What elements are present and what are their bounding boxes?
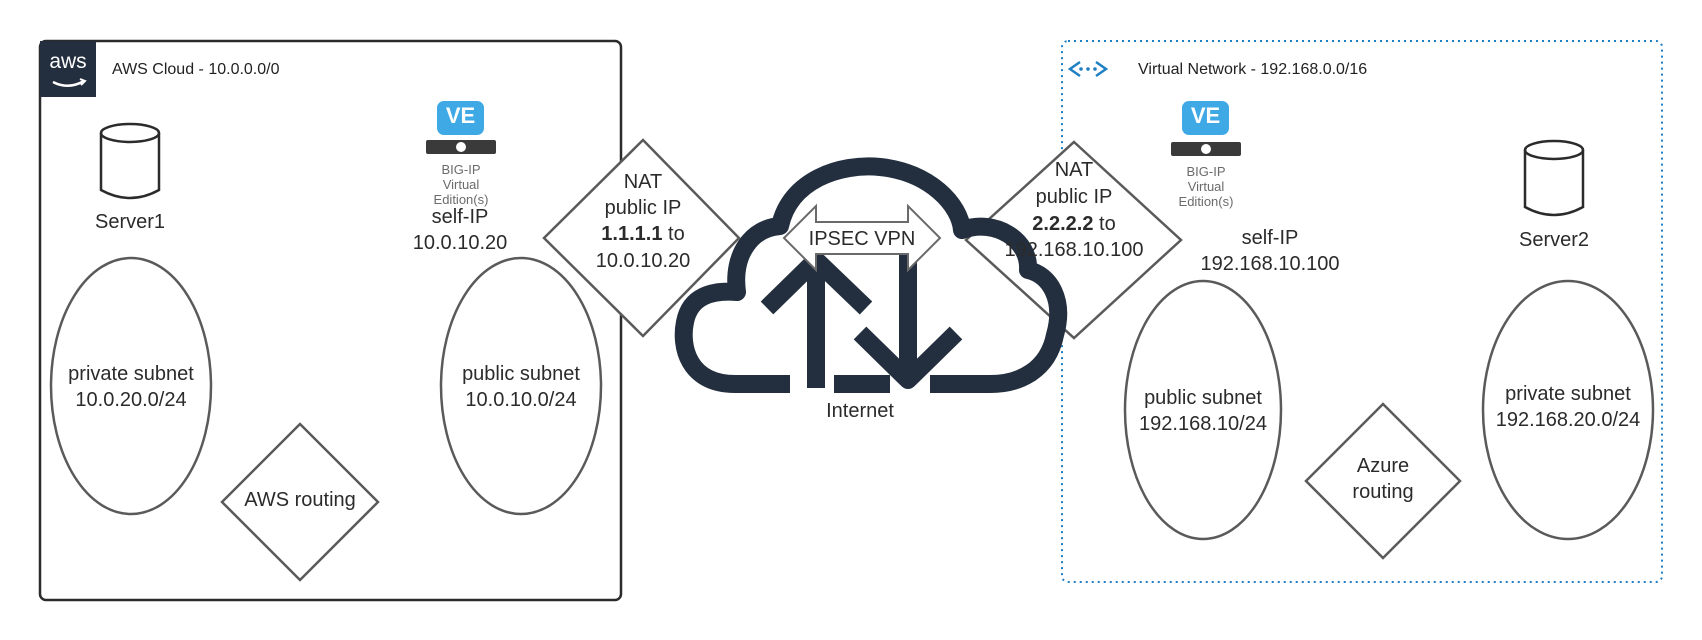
azure-bigip-line2: Virtual — [1187, 179, 1225, 194]
azure-nat-ip: 2.2.2.2 — [1032, 213, 1094, 235]
aws-logo-text: aws — [49, 50, 87, 73]
azure-bigip-line3: Edition(s) — [1178, 194, 1234, 209]
azure-routing-label-2: routing — [1352, 481, 1414, 503]
azure-nat-public-ip-label: public IP — [1035, 186, 1113, 208]
azure-private-subnet-cidr: 192.168.20.0/24 — [1495, 409, 1641, 431]
azure-ve-badge: VE — [1190, 103, 1221, 128]
aws-bigip-line3: Edition(s) — [433, 192, 489, 207]
aws-nat-ip: 1.1.1.1 — [601, 223, 663, 245]
aws-public-subnet-shape — [439, 256, 603, 516]
aws-private-subnet-label: private subnet — [68, 363, 194, 385]
azure-private-subnet-shape — [1481, 279, 1655, 541]
virtual-network-title: Virtual Network - 192.168.0.0/16 — [1138, 61, 1368, 78]
aws-public-subnet-label: public subnet — [462, 363, 580, 385]
server2-label: Server2 — [1518, 229, 1590, 251]
bigip-ve-icon-aws — [426, 101, 496, 154]
aws-self-ip-label: self-IP — [431, 206, 489, 228]
ipsec-vpn-arrow-shape — [782, 203, 942, 273]
aws-nat-target: 10.0.10.20 — [595, 250, 691, 272]
azure-self-ip-label: self-IP — [1241, 227, 1299, 249]
azure-private-subnet-label: private subnet — [1505, 383, 1631, 405]
azure-nat-label: NAT — [1054, 159, 1094, 181]
virtual-network-icon — [1067, 60, 1109, 78]
internet-cloud-icon — [674, 157, 1068, 393]
aws-cloud-title: AWS Cloud - 10.0.0.0/0 — [112, 61, 280, 78]
aws-ve-badge: VE — [445, 103, 476, 128]
azure-public-subnet-label: public subnet — [1144, 387, 1262, 409]
server1-database-icon — [99, 122, 161, 200]
azure-public-subnet-cidr: 192.168.10/24 — [1139, 413, 1267, 435]
internet-label: Internet — [826, 400, 894, 422]
aws-routing-shape — [220, 422, 380, 582]
aws-nat-to: to — [662, 223, 685, 245]
aws-nat-ip-line: 1.1.1.1 to — [573, 222, 713, 246]
server1-label: Server1 — [94, 211, 166, 233]
azure-bigip-line1: BIG-IP — [1186, 164, 1226, 179]
aws-logo-icon — [40, 41, 96, 97]
bigip-ve-icon-azure — [1171, 101, 1241, 156]
azure-routing-label-1: Azure — [1356, 455, 1410, 477]
azure-nat-ip-line: 2.2.2.2 to — [1004, 212, 1144, 236]
aws-nat-shape — [542, 138, 741, 338]
aws-self-ip-value: 10.0.10.20 — [412, 232, 508, 254]
azure-self-ip-value: 192.168.10.100 — [1200, 253, 1340, 275]
ipsec-vpn-label: IPSEC VPN — [808, 228, 916, 250]
aws-nat-public-ip-label: public IP — [604, 197, 682, 219]
server2-database-icon — [1523, 139, 1585, 217]
azure-nat-to: to — [1093, 213, 1116, 235]
azure-public-subnet-shape — [1123, 279, 1283, 541]
aws-public-subnet-cidr: 10.0.10.0/24 — [465, 389, 577, 411]
aws-routing-label: AWS routing — [244, 489, 356, 511]
aws-bigip-line1: BIG-IP — [441, 162, 481, 177]
azure-nat-shape — [964, 140, 1183, 340]
aws-cloud-boundary — [38, 39, 623, 602]
azure-routing-shape — [1304, 402, 1462, 560]
aws-private-subnet-shape — [49, 256, 213, 516]
aws-nat-label: NAT — [623, 171, 663, 193]
virtual-network-boundary — [1061, 40, 1663, 583]
aws-bigip-line2: Virtual — [442, 177, 480, 192]
azure-nat-target: 192.168.10.100 — [1004, 239, 1144, 261]
aws-private-subnet-cidr: 10.0.20.0/24 — [75, 389, 187, 411]
